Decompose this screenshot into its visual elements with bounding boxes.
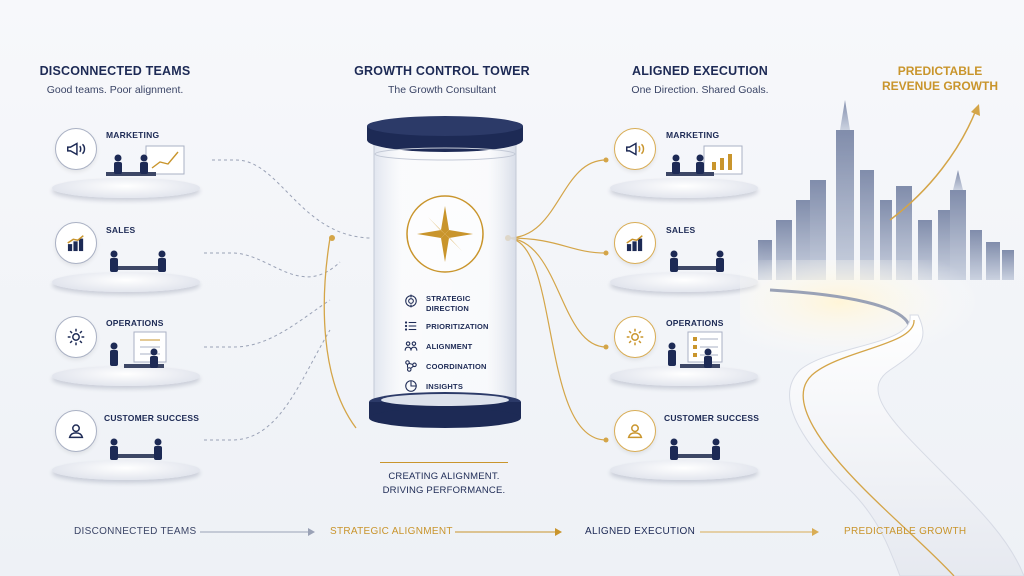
growth-title-line-2: REVENUE GROWTH: [881, 79, 998, 93]
person-icon: [55, 410, 97, 452]
center-title: GROWTH CONTROL TOWER: [354, 64, 530, 78]
meeting-illustration: [670, 250, 724, 272]
connector-marketing-left: [212, 159, 371, 239]
platform: [52, 460, 200, 480]
list-icon: [404, 321, 417, 331]
target-icon: [405, 294, 417, 308]
tagline: CREATING ALIGNMENT. DRIVING PERFORMANCE.: [372, 470, 516, 498]
team-label: CUSTOMER SUCCESS: [664, 413, 760, 423]
gear-icon: [55, 316, 97, 358]
platform: [52, 366, 200, 386]
megaphone-icon: [614, 128, 656, 170]
platform: [610, 272, 758, 292]
tagline-divider: [380, 462, 508, 463]
right-title: ALIGNED EXECUTION: [631, 64, 769, 78]
connector-sales-left: [204, 252, 341, 278]
platform: [52, 178, 200, 198]
person-icon: [614, 410, 656, 452]
team-label: MARKETING: [106, 130, 160, 140]
connector-cs-left: [204, 329, 331, 441]
flow-step-strategic-alignment: STRATEGIC ALIGNMENT: [330, 526, 453, 537]
team-label: OPERATIONS: [666, 318, 724, 328]
growth-title-line-1: PREDICTABLE: [897, 64, 983, 78]
growth-title: PREDICTABLE REVENUE GROWTH: [870, 64, 1010, 94]
team-label: MARKETING: [666, 130, 720, 140]
tagline-line-1: CREATING ALIGNMENT.: [388, 471, 500, 482]
meeting-illustration: [106, 145, 185, 176]
team-label: SALES: [106, 225, 136, 235]
team-label: OPERATIONS: [106, 318, 164, 328]
bar-chart-icon: [614, 222, 656, 264]
feature-coordination: COORDINATION: [404, 356, 514, 376]
feature-insights: INSIGHTS: [404, 376, 514, 396]
meeting-illustration: [666, 145, 743, 176]
tagline-line-2: DRIVING PERFORMANCE.: [382, 485, 506, 496]
meeting-illustration: [670, 438, 720, 460]
pie-chart-icon: [405, 380, 417, 392]
bar-chart-icon: [55, 222, 97, 264]
city-skyline-illustration: [740, 100, 1024, 576]
flow-step-predictable-growth: PREDICTABLE GROWTH: [844, 526, 967, 537]
people-icon: [404, 341, 418, 351]
feature-strategic-direction: STRATEGIC DIRECTION: [404, 294, 514, 316]
right-subtitle: One Direction. Shared Goals.: [631, 84, 769, 96]
tower-features: STRATEGIC DIRECTION PRIORITIZATION ALIGN…: [404, 294, 514, 396]
meeting-illustration: [668, 331, 723, 368]
platform: [610, 460, 758, 480]
megaphone-icon: [55, 128, 97, 170]
connector-operations-left: [204, 299, 331, 348]
left-title: DISCONNECTED TEAMS: [39, 64, 191, 78]
center-subtitle: The Growth Consultant: [388, 84, 496, 96]
team-label: CUSTOMER SUCCESS: [104, 413, 200, 423]
meeting-illustration: [110, 331, 167, 368]
team-label: SALES: [666, 225, 696, 235]
feature-prioritization: PRIORITIZATION: [404, 316, 514, 336]
flow-step-aligned-execution: ALIGNED EXECUTION: [585, 526, 696, 537]
feature-alignment: ALIGNMENT: [404, 336, 514, 356]
left-subtitle: Good teams. Poor alignment.: [46, 84, 184, 96]
platform: [610, 366, 758, 386]
coordination-icon: [405, 360, 417, 372]
meeting-illustration: [110, 438, 162, 460]
platform: [52, 272, 200, 292]
flow-step-disconnected-teams: DISCONNECTED TEAMS: [74, 526, 197, 537]
meeting-illustration: [110, 250, 166, 272]
gear-icon: [614, 316, 656, 358]
control-tower: [367, 116, 523, 428]
platform: [610, 178, 758, 198]
